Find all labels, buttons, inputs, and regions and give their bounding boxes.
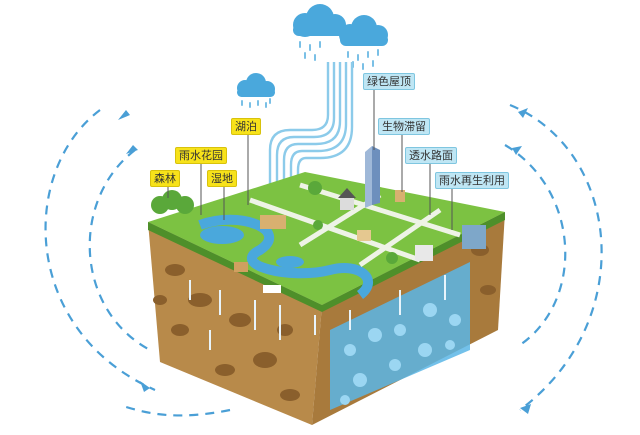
skyscraper: [365, 146, 380, 208]
left-circulation-arrows: [44, 109, 231, 417]
rain-cloud-large: [293, 4, 388, 70]
soil-block: [148, 212, 505, 425]
rain-cloud-small: [237, 73, 275, 108]
right-circulation-arrows: [504, 103, 603, 411]
label-rainwater-reuse: 雨水再生利用: [435, 172, 509, 189]
rain-garden: [260, 215, 286, 229]
label-permeable-pavement: 透水路面: [405, 147, 457, 164]
label-bioretention: 生物滞留: [378, 118, 430, 135]
trees: [151, 181, 398, 264]
label-wetland: 湿地: [207, 170, 237, 187]
label-green-roof: 绿色屋顶: [363, 73, 415, 90]
building: [462, 225, 486, 249]
grass-surface: [148, 146, 505, 312]
river: [198, 214, 373, 299]
water-streams: [268, 62, 354, 205]
lake: [200, 226, 244, 244]
arrow-heads: [118, 108, 531, 414]
leader-lines: [167, 88, 453, 230]
label-rain-garden: 雨水花园: [175, 147, 227, 164]
label-forest: 森林: [150, 170, 180, 187]
label-lake: 湖泊: [231, 118, 261, 135]
